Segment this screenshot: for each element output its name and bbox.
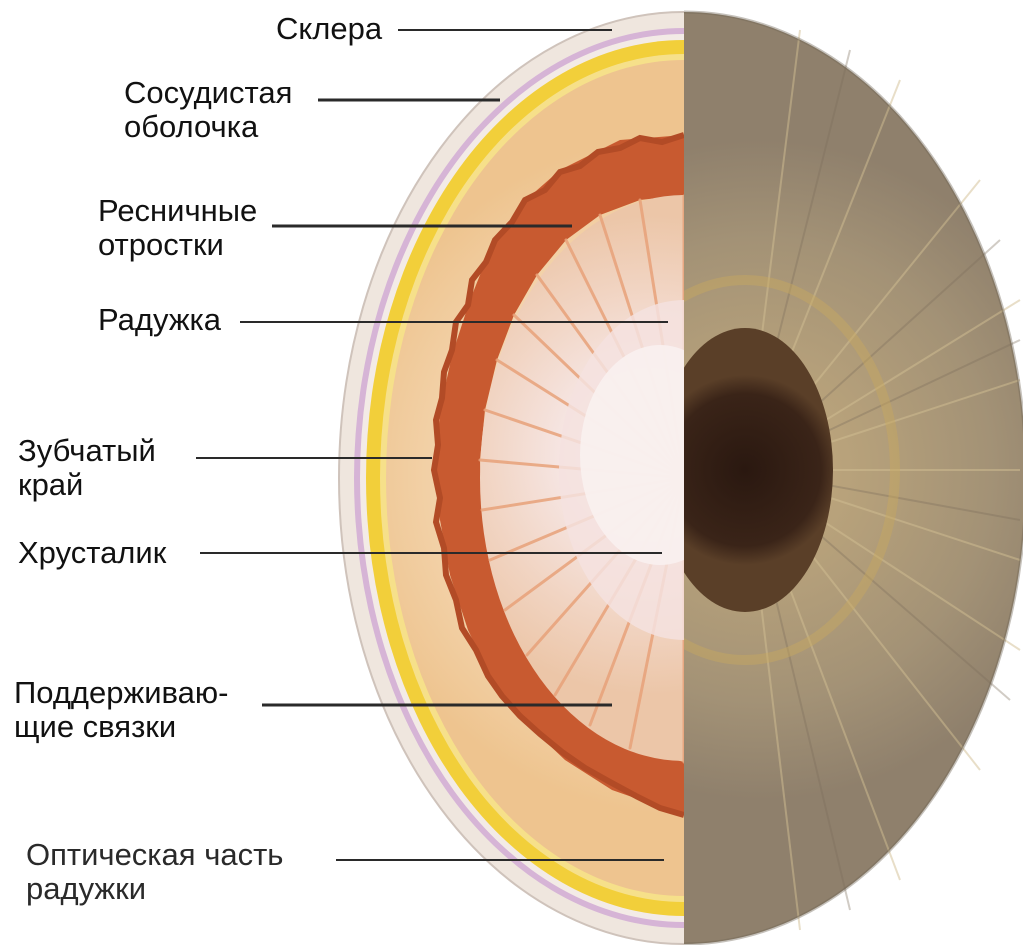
label-sclera-text: Склера: [276, 12, 382, 46]
label-lens-text: Хрусталик: [18, 536, 166, 570]
label-ligaments-line2: щие связки: [14, 710, 229, 744]
label-choroid-line2: оболочка: [124, 110, 292, 144]
label-iris: Радужка: [98, 303, 221, 337]
label-sclera: Склера: [276, 12, 382, 46]
label-choroid-line1: Сосудистая: [124, 76, 292, 110]
label-serrated-line2: край: [18, 468, 156, 502]
label-ligaments-line1: Поддерживаю-: [14, 676, 229, 710]
label-serrated: Зубчатый край: [18, 434, 156, 502]
label-iris-text: Радужка: [98, 303, 221, 337]
label-serrated-line1: Зубчатый: [18, 434, 156, 468]
label-lens: Хрусталик: [18, 536, 166, 570]
label-ciliary-line1: Ресничные: [98, 194, 257, 228]
label-ciliary: Ресничные отростки: [98, 194, 257, 262]
label-optic: Оптическая часть радужки: [26, 838, 283, 906]
label-ciliary-line2: отростки: [98, 228, 257, 262]
label-optic-line1: Оптическая часть: [26, 838, 283, 872]
label-choroid: Сосудистая оболочка: [124, 76, 292, 144]
label-ligaments: Поддерживаю- щие связки: [14, 676, 229, 744]
label-optic-line2: радужки: [26, 872, 283, 906]
